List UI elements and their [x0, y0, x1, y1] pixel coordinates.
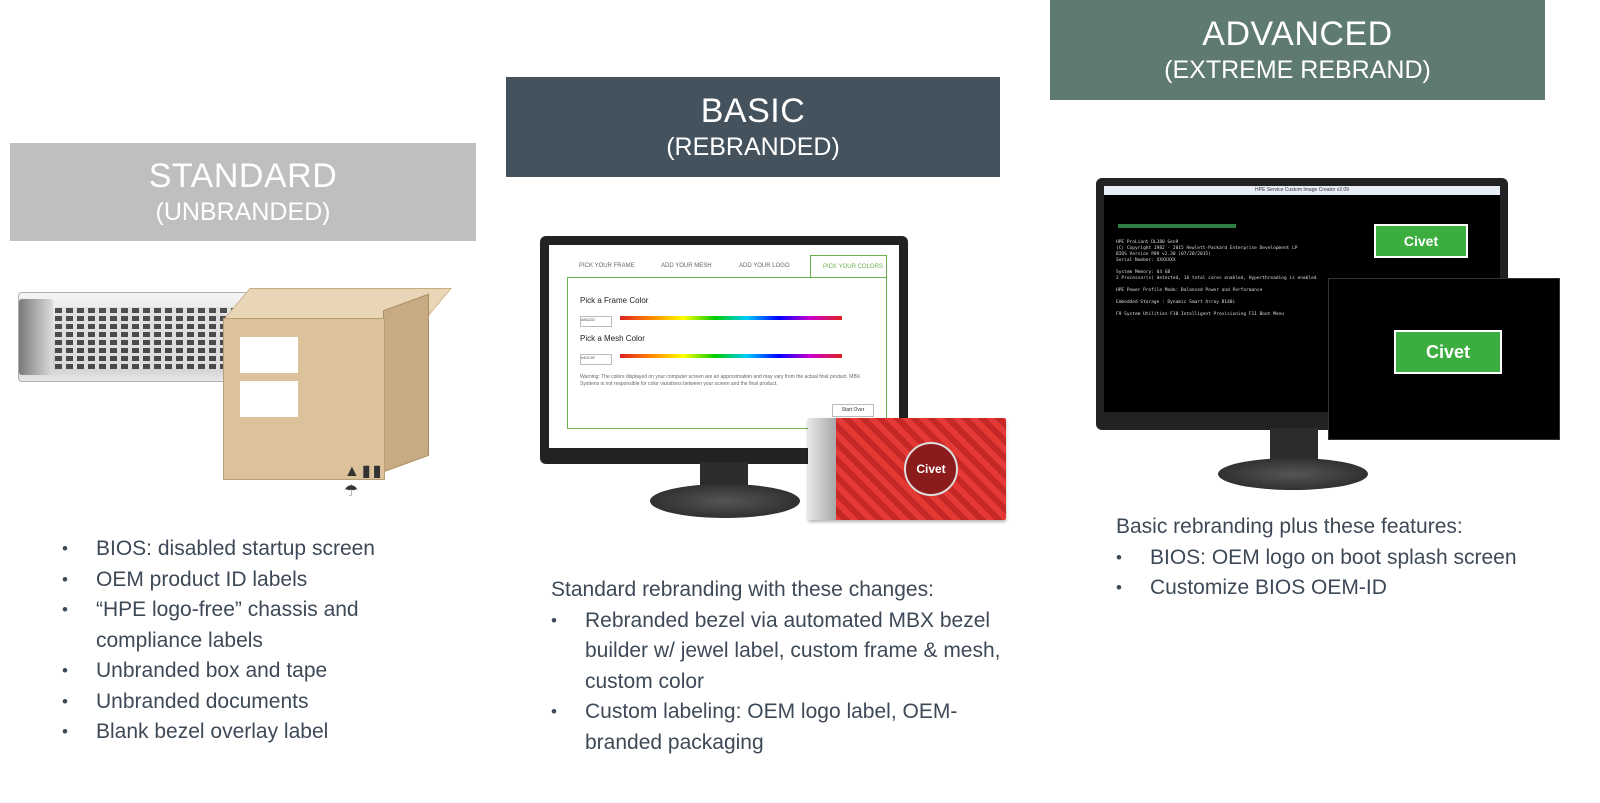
mesh-color-label: Pick a Mesh Color — [580, 334, 645, 343]
start-over-button[interactable]: Start Over — [832, 404, 874, 417]
jewel-label: Civet — [904, 442, 958, 496]
box-label — [240, 381, 298, 417]
monitor-stand-base — [650, 484, 800, 518]
frame-color-label: Pick a Frame Color — [580, 296, 649, 305]
bezel-ear — [808, 418, 836, 520]
advanced-features: Basic rebranding plus these features: BI… — [1116, 512, 1576, 604]
advanced-feature-list: BIOS: OEM logo on boot splash screen Cus… — [1116, 543, 1576, 604]
basic-feature-list: Rebranded bezel via automated MBX bezel … — [551, 606, 1001, 759]
list-item: Blank bezel overlay label — [62, 717, 422, 748]
box-front: ▲▮▮☂ — [223, 318, 385, 500]
standard-feature-list: BIOS: disabled startup screen OEM produc… — [62, 534, 422, 748]
standard-subtitle: (UNBRANDED) — [155, 197, 331, 226]
tab-pick-colors-active[interactable]: PICK YOUR COLORS — [810, 255, 887, 278]
list-item: OEM product ID labels — [62, 565, 422, 596]
color-warning-text: Warning: The colors displayed on your co… — [580, 374, 861, 387]
list-item: Unbranded documents — [62, 687, 422, 718]
chassis-handle — [19, 299, 53, 375]
standard-tier-header: STANDARD (UNBRANDED) — [10, 143, 476, 241]
bios-line: 2 Processor(s) detected, 16 total cores … — [1116, 276, 1317, 281]
standard-title: STANDARD — [148, 157, 338, 196]
mesh-color-input[interactable]: #40C8F — [580, 354, 612, 365]
bios-line: HPE Power Profile Mode: Balanced Power a… — [1116, 288, 1263, 293]
tab-pick-colors[interactable]: PICK YOUR COLORS — [823, 264, 883, 270]
list-item: BIOS: OEM logo on boot splash screen — [1116, 543, 1576, 574]
shipping-box-image: ▲▮▮☂ — [215, 288, 452, 500]
box-label — [240, 337, 298, 373]
bios-window-title: HPE Service Custom Image Creator v2.09 — [1104, 186, 1500, 195]
list-item: Rebranded bezel via automated MBX bezel … — [551, 606, 1001, 698]
red-bezel-image: Civet — [808, 418, 1006, 520]
frame-color-input[interactable]: #8622D — [580, 316, 612, 327]
bios-line: (C) Copyright 1982 - 2015 Hewlett-Packar… — [1116, 246, 1298, 251]
civet-logo-large: Civet — [1394, 330, 1502, 374]
advanced-subtitle: (EXTREME REBRAND) — [1164, 55, 1431, 84]
advanced-lead: Basic rebranding plus these features: — [1116, 515, 1463, 538]
list-item: “HPE logo-free” chassis and compliance l… — [62, 595, 422, 656]
list-item: Customize BIOS OEM-ID — [1116, 573, 1576, 604]
basic-features: Standard rebranding with these changes: … — [551, 575, 1001, 758]
advanced-title: ADVANCED — [1202, 15, 1393, 54]
bezel-builder-tabs: PICK YOUR FRAME ADD YOUR MESH ADD YOUR L… — [561, 255, 887, 278]
bios-line: HPE ProLiant DL380 Gen9 — [1116, 240, 1179, 245]
frame-color-slider[interactable] — [620, 316, 842, 320]
color-picker-panel: Pick a Frame Color #8622D Pick a Mesh Co… — [567, 277, 887, 429]
basic-tier-header: BASIC (REBRANDED) — [506, 77, 1000, 177]
list-item: Custom labeling: OEM logo label, OEM-bra… — [551, 697, 1001, 758]
bios-text-lines: HPE ProLiant DL380 Gen9 (C) Copyright 19… — [1116, 240, 1386, 318]
advanced-tier-header: ADVANCED (EXTREME REBRAND) — [1050, 0, 1545, 100]
tab-add-logo[interactable]: ADD YOUR LOGO — [739, 263, 790, 269]
standard-features: BIOS: disabled startup screen OEM produc… — [62, 534, 422, 748]
basic-title: BASIC — [700, 92, 806, 131]
basic-lead: Standard rebranding with these changes: — [551, 578, 934, 601]
box-side — [383, 293, 429, 473]
tab-add-mesh[interactable]: ADD YOUR MESH — [661, 263, 712, 269]
bios-line: System Memory: 64 GB — [1116, 270, 1171, 275]
mesh-color-slider[interactable] — [620, 354, 842, 358]
bios-line: Serial Number: XXXXXXX — [1116, 258, 1176, 263]
bios-progress-bar — [1118, 224, 1236, 228]
civet-logo-small: Civet — [1374, 224, 1468, 258]
list-item: BIOS: disabled startup screen — [62, 534, 422, 565]
bios-line: Embedded Storage : Dynamic Smart Array B… — [1116, 300, 1236, 305]
bios-line: F9 System Utilities F10 Intelligent Prov… — [1116, 312, 1284, 317]
list-item: Unbranded box and tape — [62, 656, 422, 687]
tab-pick-frame[interactable]: PICK YOUR FRAME — [579, 263, 635, 269]
basic-subtitle: (REBRANDED) — [666, 132, 840, 161]
bios-line: BIOS Version P89 v2.30 (07/20/2015) — [1116, 252, 1211, 257]
bezel-builder-screen: PICK YOUR FRAME ADD YOUR MESH ADD YOUR L… — [549, 245, 899, 448]
monitor-stand-base — [1218, 458, 1368, 490]
box-handling-icons: ▲▮▮☂ — [344, 463, 384, 500]
